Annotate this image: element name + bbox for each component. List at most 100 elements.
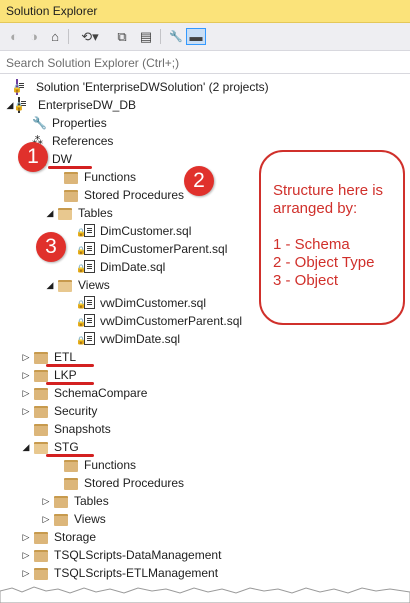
folder-icon [34,350,50,364]
tree-item-tables[interactable]: ◢ Tables [44,204,113,222]
tree-item-label: Functions [84,458,137,472]
sql-file-icon: 🔒 [76,224,96,238]
tree-item-stg[interactable]: ◢ STG [20,438,79,456]
folder-open-icon [34,440,50,454]
expanded-arrow-icon[interactable]: ◢ [22,441,30,452]
tree-item-label: Tables [78,206,113,220]
search-input[interactable] [4,54,388,71]
history-icon[interactable]: ⟲▾ [81,28,99,44]
tree-item-tsql-datamanagement[interactable]: ▷ TSQLScripts-DataManagement [20,546,221,564]
note-line: 1 - Schema [273,236,350,253]
tree-item-dimcustomerparent[interactable]: 🔒 DimCustomerParent.sql [76,240,228,258]
collapsed-arrow-icon[interactable]: ▷ [22,549,30,560]
tree-item-label: References [52,134,114,148]
tree-item-security[interactable]: ▷ Security [20,402,97,420]
sql-file-icon: 🔒 [76,260,96,274]
expanded-arrow-icon[interactable]: ◢ [6,99,14,110]
folder-open-icon [58,206,74,220]
tree-item-label: LKP [54,368,77,382]
folder-open-icon [58,278,74,292]
collapse-icon[interactable]: ▤ [139,28,153,44]
tree-item-stored-procedures[interactable]: Stored Procedures [64,186,184,204]
search-bar [0,51,410,74]
note-line: 3 - Object [273,272,339,289]
tree-item-label: vwDimCustomerParent.sql [100,314,243,328]
tree-item-label: Functions [84,170,137,184]
tree-item-project[interactable]: ◢ 🔒 EnterpriseDW_DB [4,96,136,114]
annotation-circle-2: 2 [184,166,214,196]
tree-item-etl[interactable]: ▷ ETL [20,348,76,366]
note-line [273,218,403,236]
tree-item-label: DimDate.sql [100,260,166,274]
folder-icon [34,386,50,400]
preview-icon[interactable]: ▬ [186,28,206,45]
home-icon[interactable]: ⌂ [51,29,59,44]
tree-item-label: DimCustomerParent.sql [100,242,228,256]
folder-icon [64,458,80,472]
tree-item-stg-views[interactable]: ▷ Views [40,510,106,528]
tree-item-functions[interactable]: Functions [64,168,136,186]
folder-icon [54,512,70,526]
collapsed-arrow-icon[interactable]: ▷ [22,387,30,398]
tree-item-lkp[interactable]: ▷ LKP [20,366,77,384]
note-line: Structure here is [273,182,384,199]
tree-item-label: vwDimCustomer.sql [100,296,207,310]
collapsed-arrow-icon[interactable]: ▷ [22,405,30,416]
expanded-arrow-icon[interactable]: ◢ [46,279,54,290]
collapsed-arrow-icon[interactable]: ▷ [22,351,30,362]
expanded-arrow-icon[interactable]: ◢ [46,207,54,218]
toolbar-separator [160,29,161,44]
properties-icon[interactable]: 🔧 [169,31,183,43]
tree-item-vwdimcustomerparent[interactable]: 🔒 vwDimCustomerParent.sql [76,312,243,330]
tree-item-stg-tables[interactable]: ▷ Tables [40,492,109,510]
solution-icon: 🔒 [12,79,32,95]
tree-item-label: SchemaCompare [54,386,148,400]
window-title: Solution Explorer [6,4,98,18]
wrench-icon: 🔧 [32,116,47,130]
tree-item-dimcustomer[interactable]: 🔒 DimCustomer.sql [76,222,191,240]
tree-item-storage[interactable]: ▷ Storage [20,528,96,546]
toolbar-separator [68,29,69,44]
tree-item-label: ETL [54,350,77,364]
tree-item-vwdimdate[interactable]: 🔒 vwDimDate.sql [76,330,180,348]
forward-icon[interactable]: ◑ [30,29,38,44]
folder-icon [34,404,50,418]
tree-item-dimdate[interactable]: 🔒 DimDate.sql [76,258,166,276]
tree-item-label: STG [54,440,79,454]
database-project-icon: 🔒 [14,97,34,113]
collapsed-arrow-icon[interactable]: ▷ [42,513,50,524]
tree-item-vwdimcustomer[interactable]: 🔒 vwDimCustomer.sql [76,294,207,312]
tree-item-references[interactable]: ⁂ References [32,132,113,150]
folder-icon [64,476,80,490]
folder-icon [34,368,50,382]
folder-icon [34,566,50,580]
folder-icon [34,530,50,544]
collapsed-arrow-icon[interactable]: ▷ [22,369,30,380]
sql-file-icon: 🔒 [76,242,96,256]
folder-icon [34,548,50,562]
collapsed-arrow-icon[interactable]: ▷ [22,531,30,542]
collapsed-arrow-icon[interactable]: ▷ [22,567,30,578]
sync-icon[interactable]: ⧉ [117,28,127,44]
title-bar: Solution Explorer [0,0,410,23]
tree-item-label: DW [52,152,72,166]
tree-item-schemacompare[interactable]: ▷ SchemaCompare [20,384,147,402]
tree-item-stg-stored-procedures[interactable]: Stored Procedures [64,474,184,492]
references-icon: ⁂ [32,135,43,147]
tree-item-views[interactable]: ◢ Views [44,276,110,294]
tree-item-stg-functions[interactable]: Functions [64,456,136,474]
back-icon[interactable]: ◐ [10,29,18,44]
note-line: arranged by: [273,200,358,217]
tree-item-snapshots[interactable]: Snapshots [34,420,111,438]
tree-item-solution[interactable]: 🔒 Solution 'EnterpriseDWSolution' (2 pro… [2,78,269,96]
tree-item-label: Snapshots [54,422,111,436]
tree-item-label: Properties [52,116,107,130]
collapsed-arrow-icon[interactable]: ▷ [42,495,50,506]
tree-item-label: Stored Procedures [84,476,185,490]
folder-icon [54,494,70,508]
tree-item-tsql-etlmanagement[interactable]: ▷ TSQLScripts-ETLManagement [20,564,218,582]
underline-lkp [46,382,94,385]
sql-file-icon: 🔒 [76,314,96,328]
tree-item-properties[interactable]: 🔧 Properties [32,114,107,132]
folder-icon [64,170,80,184]
